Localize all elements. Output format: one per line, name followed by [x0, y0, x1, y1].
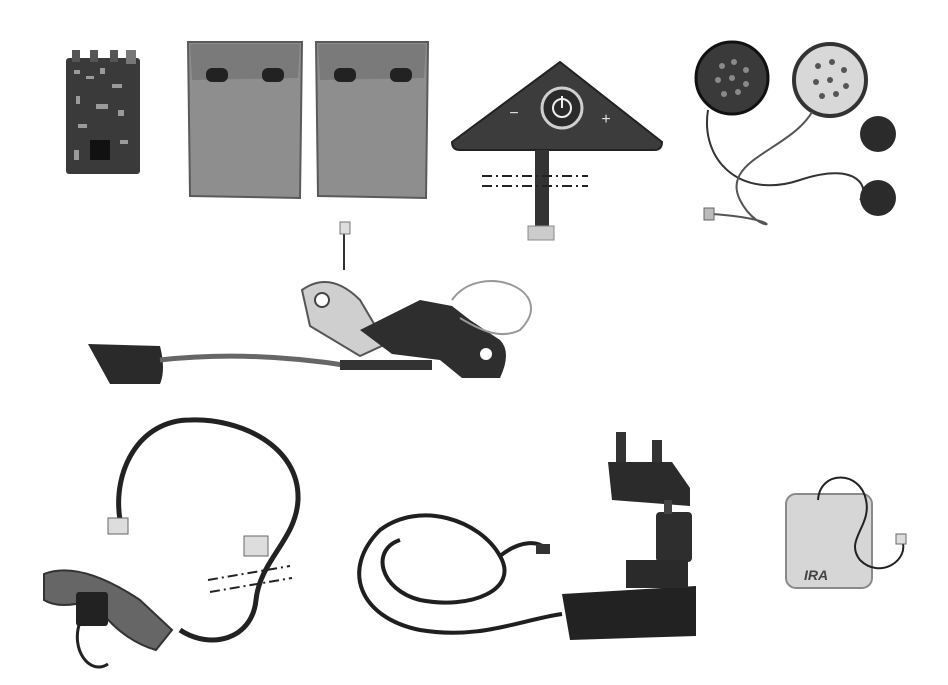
circuit-board [66, 50, 140, 174]
boom-microphone [88, 221, 532, 384]
wire-harness [43, 417, 301, 669]
battery-pack: IRA [785, 476, 907, 589]
minus-button-label: − [509, 105, 518, 122]
pouch-left [186, 41, 304, 200]
battery-brand-label: IRA [804, 567, 828, 583]
foam-covers [860, 116, 896, 216]
plus-button-label: + [601, 111, 610, 128]
speakers [694, 40, 868, 226]
pouch-right [314, 41, 430, 200]
power-adapter [357, 432, 696, 640]
control-pad: − + [450, 60, 664, 241]
